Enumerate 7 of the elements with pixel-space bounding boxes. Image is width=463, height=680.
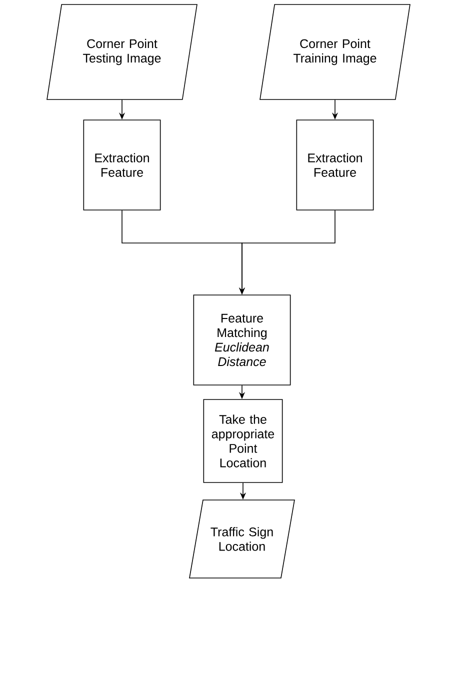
input-output-parallelogram: Corner Point Testing Image [46, 4, 198, 100]
process-box: Feature Matching Euclidean Distance [193, 294, 291, 386]
input-output-parallelogram: Corner Point Training Image [260, 4, 410, 100]
process-box: Extraction Feature [83, 120, 161, 210]
input-output-parallelogram: Traffic Sign Location [189, 500, 295, 578]
process-box: Take the appropriate Point Location [203, 399, 283, 483]
process-box: Extraction Feature [296, 120, 374, 210]
